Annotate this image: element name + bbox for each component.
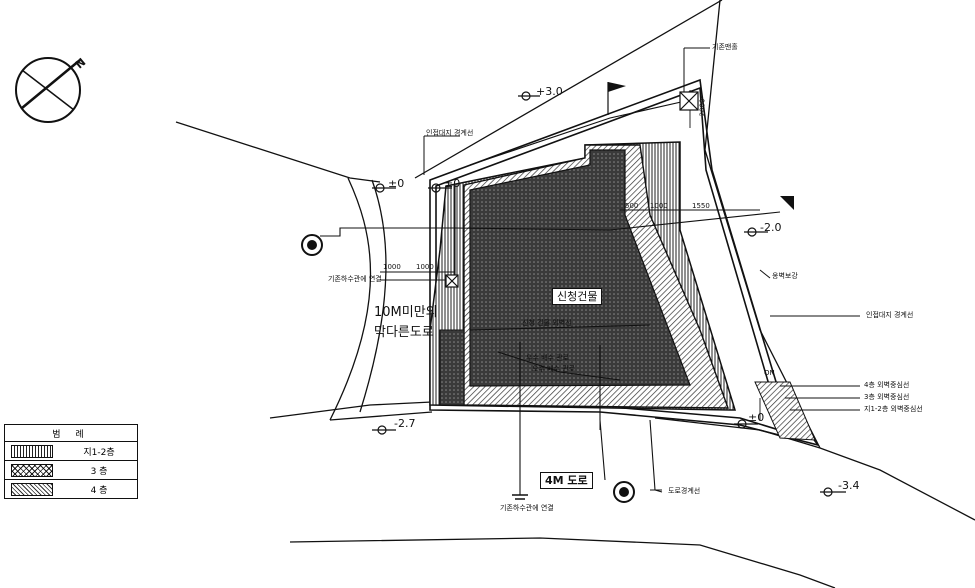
adjacent-boundary-label: 인접대지 경계선 [426, 129, 474, 137]
terrain-lines [175, 0, 975, 588]
road-4m-label: 4M 도로 [540, 472, 593, 489]
road-boundary-label: 도로경계선 [668, 487, 701, 495]
sewer-connection-label: 기존하수관에 연결 [500, 504, 554, 512]
setback-hatch [754, 381, 816, 441]
adjacent-boundary-label: 인접대지 경계선 [866, 311, 914, 319]
flag-icons [607, 82, 794, 210]
manhole-icons [445, 91, 699, 288]
dimension-label: 1000 [416, 263, 434, 271]
setback-4f-label: 4층 외벽중심선 [864, 381, 910, 389]
diagonal-hatch-swatch-icon [11, 482, 53, 496]
cross-hatch-swatch-icon [11, 463, 53, 477]
drain-pipes [320, 99, 781, 495]
setback-b1-2f-label: 지1-2층 외벽중심선 [864, 405, 923, 413]
legend-row: 4 층 [5, 479, 137, 498]
setback-3f-label: 3층 외벽중심선 [864, 393, 910, 401]
inner-note-label: 우수 배수 관로 [526, 354, 570, 362]
elevation-marker-icons [372, 91, 846, 497]
dead-end-road-label: 10M미만의 [374, 305, 438, 320]
elevation-label: ±0 [388, 177, 405, 190]
elevation-label: -3.4 [838, 479, 860, 492]
dead-end-road-label: 막다른도로 [374, 325, 434, 340]
dimension-label: 1000 [383, 263, 401, 271]
dimension-lines [380, 90, 761, 420]
dimension-label: 2000 [698, 98, 707, 117]
elevation-label: ±0 [444, 177, 461, 190]
legend-row-label: 3 층 [90, 466, 108, 477]
on-mark-label: ON [764, 369, 775, 377]
leader-lines [423, 47, 860, 491]
dimension-label: 1550 [692, 202, 710, 210]
new-building-label: 신청건물 [552, 288, 603, 305]
existing-manhole-label: 기존맨홀 [712, 43, 738, 51]
legend-row-label: 지1-2층 [83, 447, 115, 458]
sewer-connection-label: 기존하수관에 연결 [328, 275, 382, 283]
legend-row: 지1-2층 [5, 441, 137, 460]
legend-row-label: 4 층 [90, 485, 108, 496]
dimension-label: 500 [625, 202, 639, 210]
legend-row: 3 층 [5, 460, 137, 479]
elevation-label: -2.7 [394, 417, 416, 430]
building-footprint [429, 141, 737, 411]
legend: 범 례 지1-2층 3 층 4 층 [4, 424, 138, 499]
retaining-wall-label: 옹벽보강 [772, 272, 798, 280]
ground-symbol-icon [512, 494, 528, 500]
legend-title: 범 례 [52, 429, 90, 440]
inner-note-label: 오수 배수 관로 [532, 365, 576, 373]
elevation-label: +3.0 [536, 85, 563, 98]
north-arrow-icon [15, 57, 81, 123]
dimension-label: 1000 [650, 202, 668, 210]
elevation-label: -2.0 [760, 221, 782, 234]
road-marker-icons [301, 234, 635, 503]
vertical-hatch-swatch-icon [11, 444, 53, 458]
inner-note-label: 신청 건물 외벽선 [522, 319, 572, 327]
elevation-label: ±0 [748, 411, 765, 424]
